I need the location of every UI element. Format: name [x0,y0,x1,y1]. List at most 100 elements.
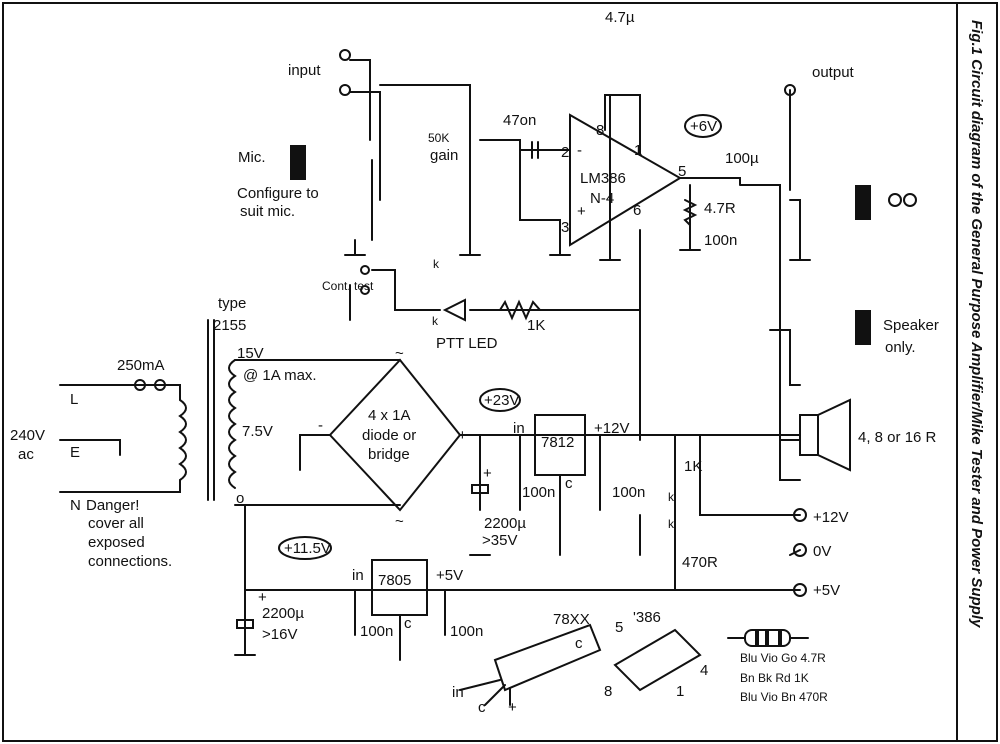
label-speaker-imp: 4, 8 or 16 R [858,429,937,446]
terminal-12v: +12V [813,509,848,526]
label-7812: 7812 [541,434,574,451]
label-pos: + [458,427,467,444]
label-78xx: 78XX [553,611,590,628]
pin: 8 [596,122,604,139]
label-12v: +12V [594,420,629,437]
label-ic-sub: N-4 [590,190,614,207]
label-ptt-led: PTT LED [436,335,498,352]
label-input: input [288,62,321,79]
pin: 1 [676,683,684,700]
resistor-code: Bn Bk Rd 1K [740,671,809,685]
label-0: o [236,490,244,507]
label-bridge: diode or [362,427,416,444]
pin: + [577,203,586,220]
label-danger: cover all [88,515,144,532]
label-danger: exposed [88,534,145,551]
label-plus: + [258,589,267,606]
label-danger: Danger! [86,497,139,514]
label-100n: 100n [360,623,393,640]
pin: 8 [604,683,612,700]
label-7805: 7805 [378,572,411,589]
label-r-zobel: 4.7R [704,200,736,217]
headphones-icon [888,193,902,207]
terminals [134,49,917,597]
label-16v: >16V [262,626,297,643]
label-bridge: 4 x 1A [368,407,411,424]
label-in: in [352,567,364,584]
label-cap-in: 47on [503,112,536,129]
label-rating: @ 1A max. [243,367,317,384]
label-gain: gain [430,147,458,164]
pin: - [577,142,582,159]
label-fuse: 250mA [117,357,165,374]
label-type-num: 2155 [213,317,246,334]
label-neg: - [318,417,323,434]
pin: 1 [634,142,642,159]
label-c: c [575,635,583,652]
label-pot: 50K [428,131,449,145]
pin: 4 [700,662,708,679]
label-type: type [218,295,246,312]
resistor-code: Blu Vio Go 4.7R [740,651,826,665]
label-c: c [565,475,573,492]
label-100n: 100n [522,484,555,501]
label-15v: 15V [237,345,264,362]
label-cap-bypass: 4.7µ [605,9,635,26]
label-7-5v: 7.5V [242,423,273,440]
label-2200u: 2200µ [262,605,304,622]
label-cap-out: 100µ [725,150,759,167]
label-5v: +5V [436,567,463,584]
label-r-led: 1K [527,317,545,334]
label-11-5v: +11.5V [284,540,331,557]
label-in: in [513,420,525,437]
label-ac-in: ~ [395,345,404,362]
pin: 5 [615,619,623,636]
regulator-pinout: 78XX c in c + [452,611,602,716]
label-c-zobel: 100n [704,232,737,249]
label-100n: 100n [612,484,645,501]
label-cont-test: Cont. test [322,279,374,293]
label-k: k [668,490,675,504]
label-100n: 100n [450,623,483,640]
label-240v: 240V [10,427,45,444]
resistor-code: Blu Vio Bn 470R [740,690,828,704]
label-in: in [452,684,464,701]
label-ic: LM386 [580,170,626,187]
label-k: k [432,314,439,328]
label-plus: + [508,699,517,716]
labels: input Mic. Configure to suit mic. 50K ga… [10,9,939,716]
terminal-5v: +5V [813,582,840,599]
label-k: k [668,517,675,531]
mic-jack-icon [290,145,306,180]
label-output: output [812,64,855,81]
label-23v: +23V [484,392,519,409]
label-386: '386 [633,609,661,626]
label-6v: +6V [690,118,717,135]
label-ac: ac [18,446,34,463]
label-mic: Mic. [238,149,266,166]
label-bridge: bridge [368,446,410,463]
wires [59,59,851,661]
label-L: L [70,391,78,408]
label-speaker-2: only. [885,339,916,356]
pin: 2 [561,144,569,161]
label-speaker: Speaker [883,317,939,334]
label-35v: >35V [482,532,517,549]
label-2200u: 2200µ [484,515,526,532]
pin: 5 [678,163,686,180]
pin: 6 [633,202,641,219]
label-c: c [478,699,486,716]
label-N: N [70,497,81,514]
terminal-0v: 0V [813,543,831,560]
figure-caption: Fig.1 Circuit diagram of the General Pur… [968,20,985,628]
pin: 3 [561,219,569,236]
label-plus: + [483,465,492,482]
label-configure: Configure to [237,185,319,202]
ic-pinout: '386 5 4 8 1 [604,609,708,700]
label-1k: 1K [684,458,702,475]
label-E: E [70,444,80,461]
label-k: k [433,257,440,271]
